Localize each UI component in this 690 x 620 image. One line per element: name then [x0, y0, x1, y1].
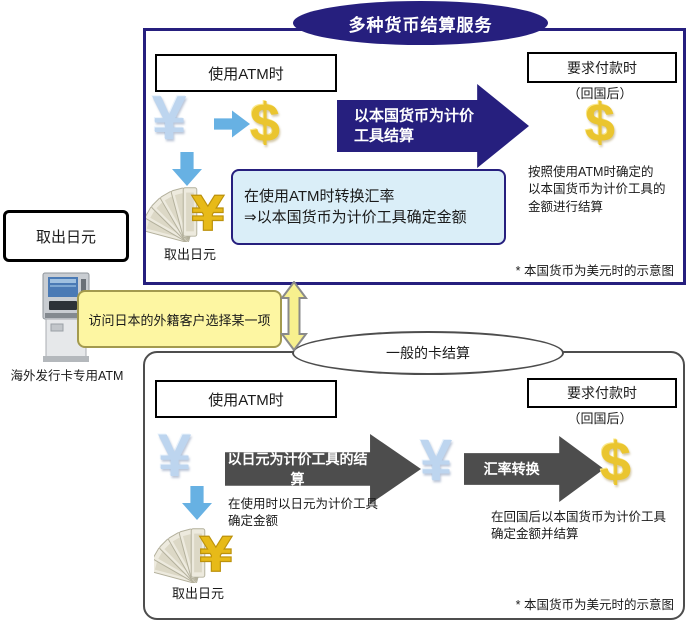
exchange-rate-info-box: 在使用ATM时转换汇率 ⇒以本国货币为计价工具确定金额 [231, 169, 506, 245]
bottom-atm-time-label: 使用ATM时 [208, 391, 284, 409]
diagram-title: 多种货币结算服务 [348, 15, 493, 35]
customer-choice-box: 访问日本的外籍客户选择某一项 [77, 290, 282, 348]
yen-currency-icon: ¥ [158, 422, 192, 489]
top-settlement-note: 按照使用ATM时确定的 以本国货币为计价工具的 金额进行结算 [528, 165, 666, 214]
dollar-currency-icon: $ [600, 430, 632, 493]
top-payment-request-box: 要求付款时 [527, 52, 677, 83]
multi-currency-title-ellipse: 多种货币结算服务 [293, 1, 548, 45]
yen-banknotes-icon [146, 180, 234, 242]
top-withdraw-caption: 取出日元 [163, 247, 216, 262]
yen-currency-icon: ¥ [420, 428, 453, 493]
bottom-payment-request-box: 要求付款时 [527, 378, 677, 408]
bottom-after-return-label: （回国后） [567, 411, 633, 426]
top-payment-request-label: 要求付款时 [567, 59, 637, 76]
both-directions-arrow-icon [279, 281, 309, 351]
top-atm-time-label: 使用ATM时 [208, 65, 284, 83]
yen-banknotes-icon [154, 521, 242, 583]
exchange-conversion-arrow-label: 汇率转换 [483, 461, 540, 477]
bottom-footnote: * 本国货币为美元时的示意图 [515, 598, 674, 612]
bottom-usage-note: 在使用时以日元为计价工具 确定金额 [228, 497, 379, 529]
top-after-return-label: （回国后） [567, 86, 633, 101]
general-card-title-ellipse: 一般的卡结算 [292, 331, 564, 375]
dollar-currency-icon: $ [250, 93, 281, 153]
yen-currency-icon: ¥ [152, 84, 187, 153]
general-card-title: 一般的卡结算 [386, 345, 470, 361]
bottom-return-note: 在回国后以本国货币为计价工具 确定金额并结算 [491, 510, 667, 542]
atm-caption: 海外发行卡专用ATM [10, 369, 124, 383]
settlement-arrow-label: 以本国货币为计价 工具结算 [354, 107, 475, 145]
bottom-atm-time-box: 使用ATM时 [155, 380, 337, 418]
bottom-payment-request-label: 要求付款时 [567, 385, 637, 401]
withdraw-jpy-box: 取出日元 [3, 210, 129, 262]
jpy-settlement-arrow-label: 以日元为计价工具的结算 [227, 451, 368, 487]
bottom-withdraw-caption: 取出日元 [171, 586, 224, 601]
top-footnote: * 本国货币为美元时的示意图 [515, 264, 674, 278]
top-atm-time-box: 使用ATM时 [155, 54, 337, 92]
dollar-currency-icon: $ [585, 93, 616, 153]
